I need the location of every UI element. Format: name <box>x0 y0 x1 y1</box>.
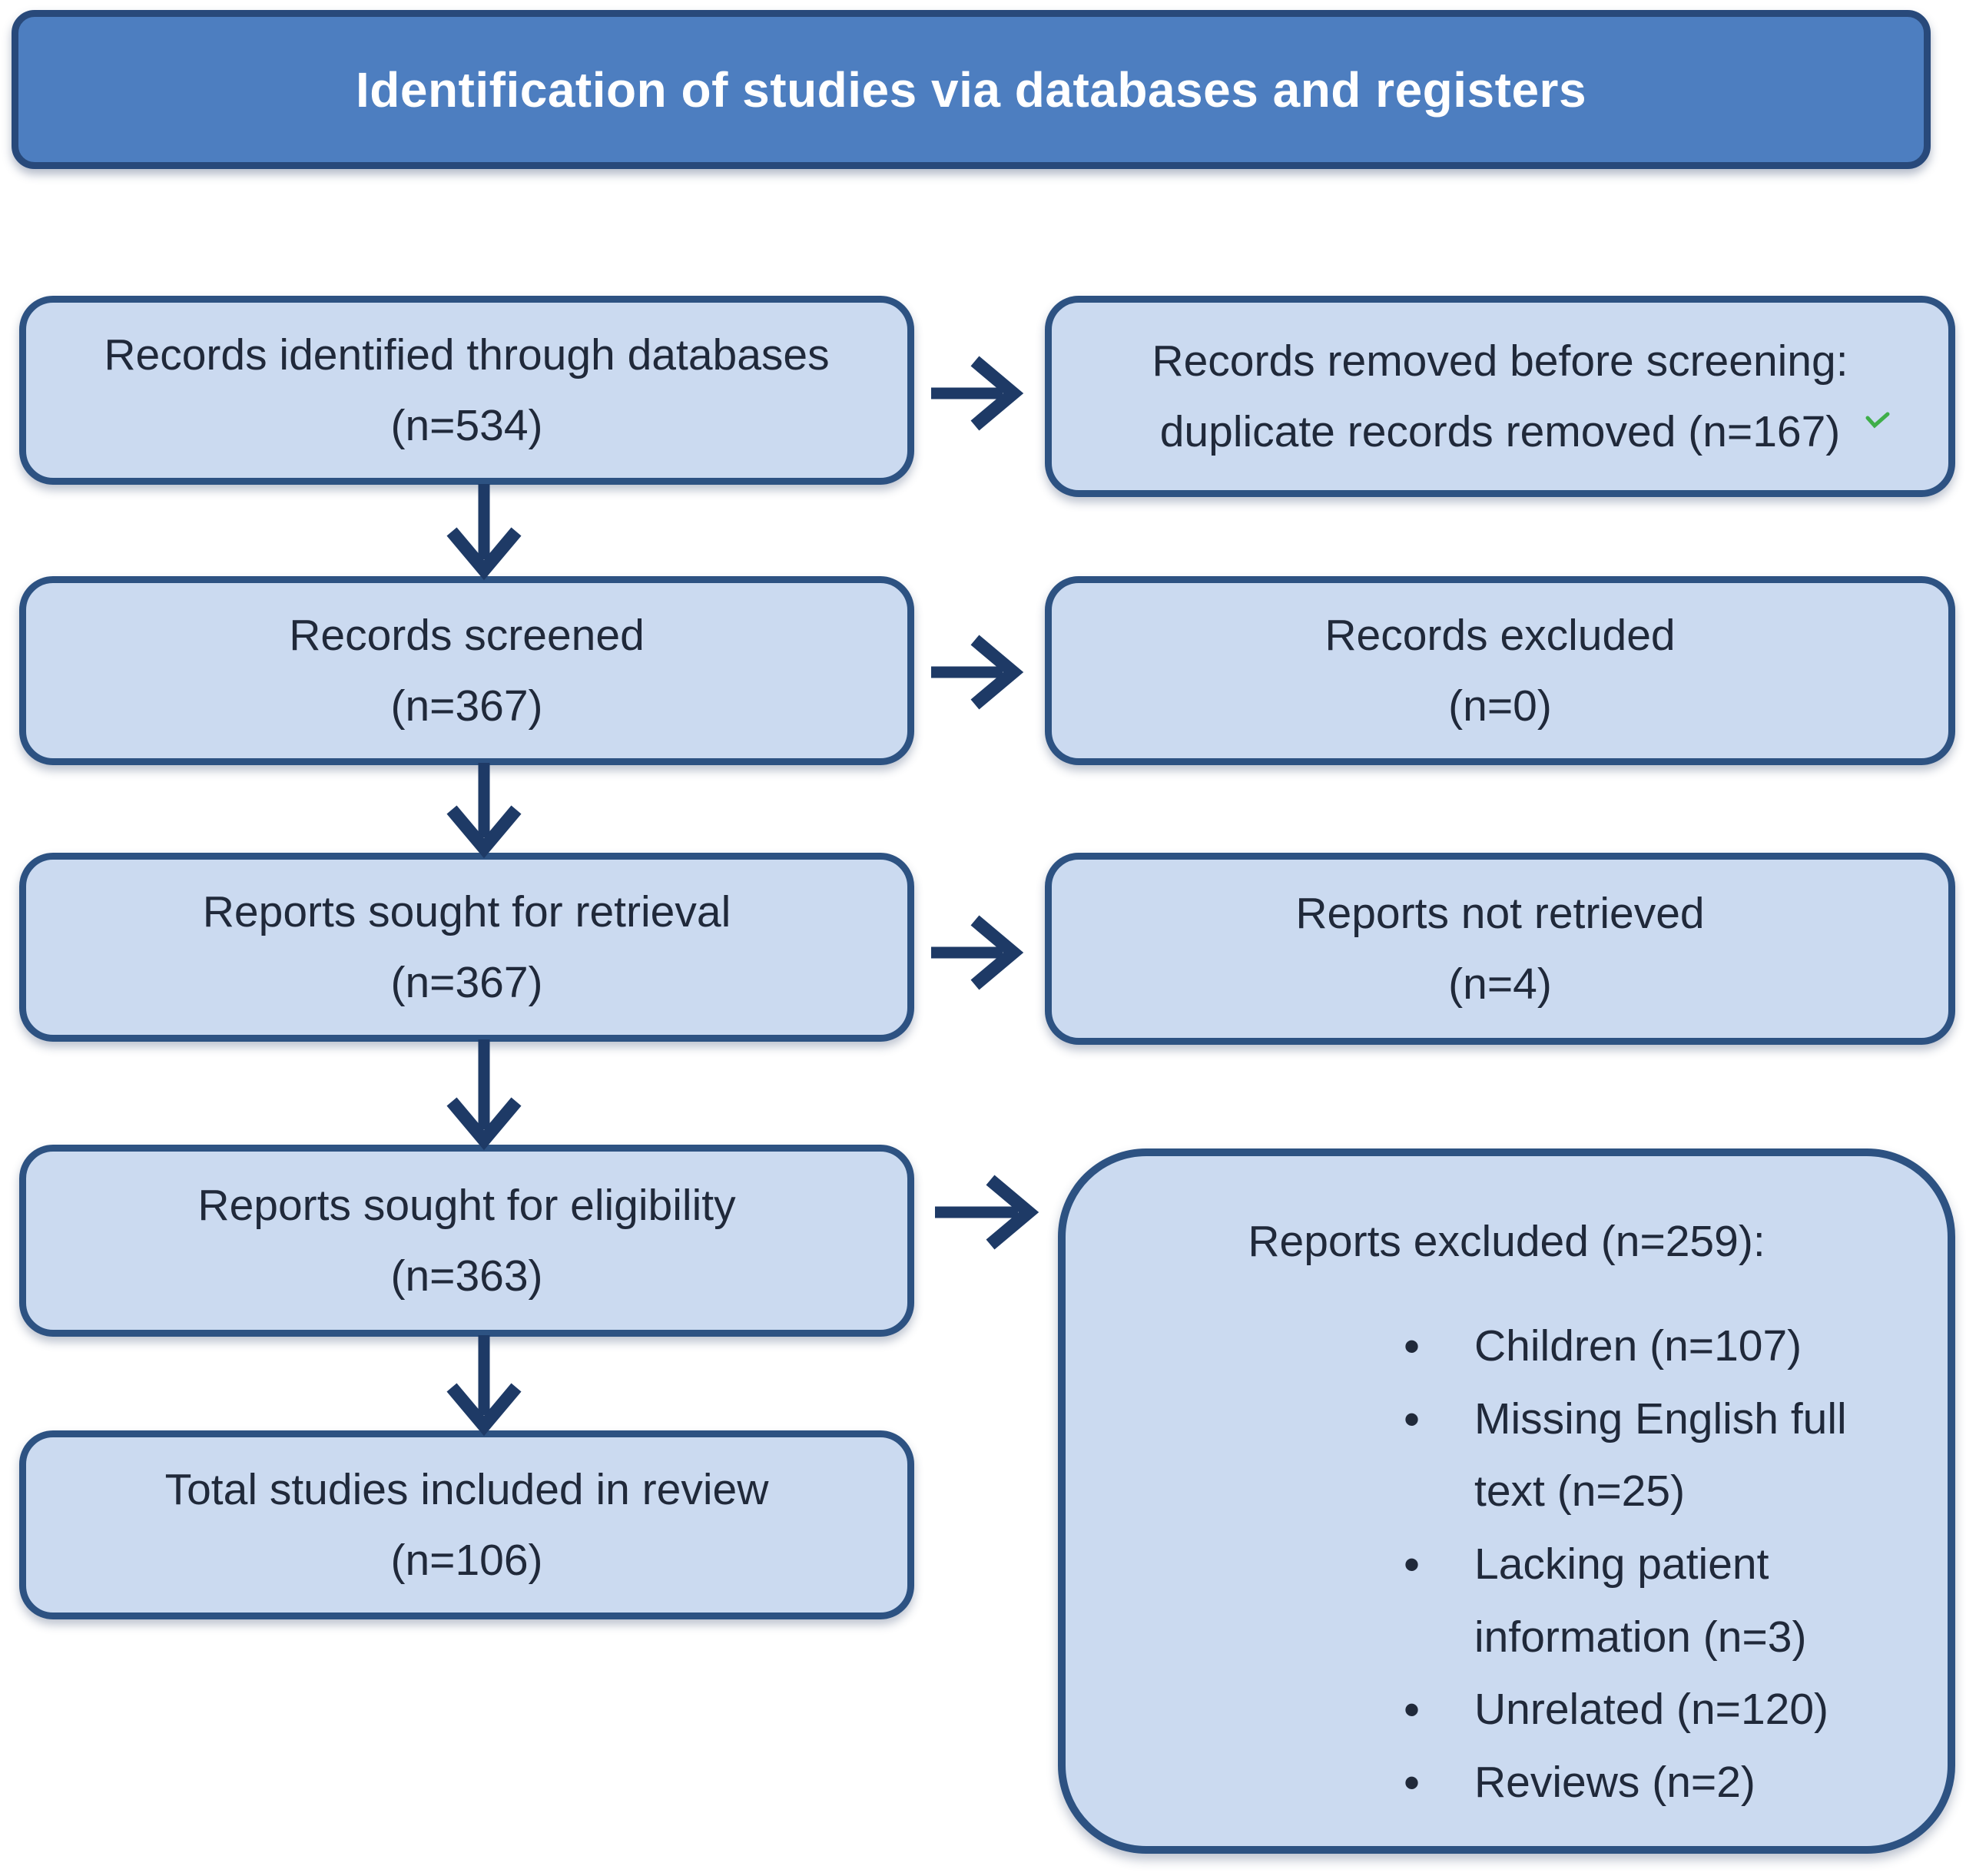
box-records-excluded: Records excluded (n=0) <box>1045 576 1955 765</box>
box-label: duplicate records removed (n=167) <box>1159 407 1841 456</box>
box-count: (n=367) <box>390 681 543 731</box>
header-banner: Identification of studies via databases … <box>12 10 1931 169</box>
arrow-down-identified-to-screened <box>446 484 522 581</box>
box-count: (n=363) <box>390 1251 543 1301</box>
box-reports-sought-eligibility: Reports sought for eligibility (n=363) <box>19 1145 914 1337</box>
box-label: Total studies included in review <box>164 1464 769 1514</box>
box-count: (n=367) <box>390 958 543 1007</box>
box-count: (n=0) <box>1448 681 1552 731</box>
spellcheck-mark-icon <box>1865 412 1890 429</box>
box-reports-sought-retrieval: Reports sought for retrieval (n=367) <box>19 853 914 1042</box>
arrow-down-screened-to-retrieval <box>446 763 522 859</box>
box-label: Reports not retrieved <box>1295 888 1705 938</box>
list-item: Children (n=107) <box>1388 1308 1918 1384</box>
box-label: Records screened <box>289 610 645 660</box>
box-reports-not-retrieved: Reports not retrieved (n=4) <box>1045 853 1955 1045</box>
box-label: Reports sought for retrieval <box>202 887 731 936</box>
arrow-right-retrieval-to-not-retrieved <box>931 915 1024 990</box>
box-records-screened: Records screened (n=367) <box>19 576 914 765</box>
box-label: Records excluded <box>1324 610 1676 660</box>
arrow-right-identified-to-removed <box>931 356 1024 431</box>
box-records-identified: Records identified through databases (n=… <box>19 296 914 485</box>
box-total-included: Total studies included in review (n=106) <box>19 1430 914 1619</box>
box-records-removed-before-screening: Records removed before screening: duplic… <box>1045 296 1955 497</box>
list-item: Unrelated (n=120) <box>1388 1672 1918 1748</box>
box-count: (n=534) <box>390 401 543 450</box>
list-item: Missing English full text (n=25) <box>1388 1381 1918 1528</box>
list-item: Reviews (n=2) <box>1388 1745 1918 1821</box>
box-reports-excluded: Reports excluded (n=259): Children (n=10… <box>1058 1148 1955 1854</box>
list-item: Lacking patient information (n=3) <box>1388 1526 1918 1673</box>
reports-excluded-heading: Reports excluded (n=259): <box>1248 1217 1765 1266</box>
reports-excluded-list: Children (n=107) Missing English full te… <box>1388 1308 1918 1821</box>
arrow-down-eligibility-to-included <box>446 1335 522 1437</box>
box-label: Records identified through databases <box>104 330 830 380</box>
arrow-right-screened-to-excluded <box>931 635 1024 710</box>
arrow-down-retrieval-to-eligibility <box>446 1039 522 1151</box>
arrow-right-eligibility-to-reports-excluded <box>935 1175 1039 1250</box>
box-count: (n=4) <box>1448 960 1552 1009</box>
box-count: (n=106) <box>390 1536 543 1585</box>
diagram-title: Identification of studies via databases … <box>355 61 1587 118</box>
box-label: Records removed before screening: <box>1152 336 1848 386</box>
box-label: Reports sought for eligibility <box>197 1180 736 1230</box>
